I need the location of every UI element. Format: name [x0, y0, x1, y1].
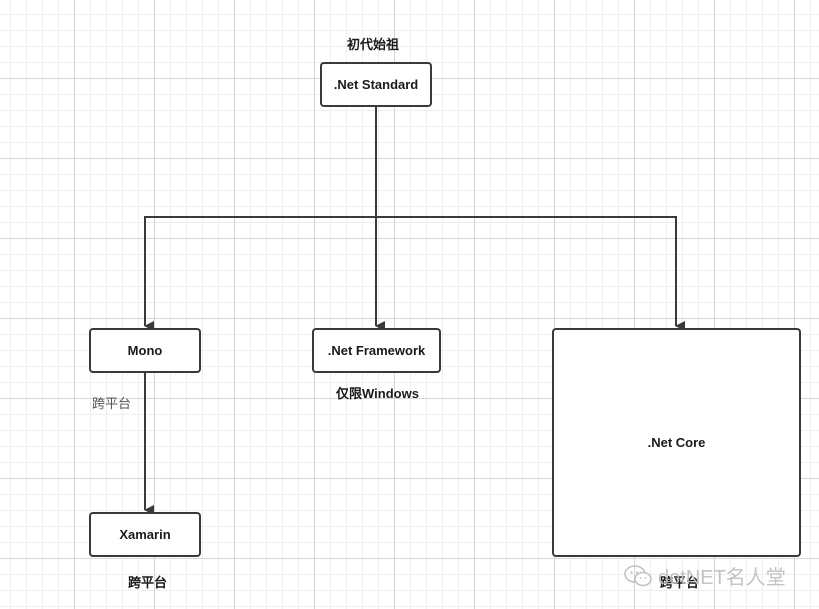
node-net-core[interactable]: .Net Core — [552, 328, 801, 557]
mono-annotation: 跨平台 — [92, 396, 132, 411]
xamarin-annotation: 跨平台 — [128, 575, 168, 590]
core-annotation: 跨平台 — [660, 575, 700, 590]
watermark-text: dotNET名人堂 — [658, 567, 786, 589]
wechat-icon — [624, 564, 652, 586]
framework-annotation: 仅限Windows — [336, 386, 419, 401]
node-xamarin[interactable]: Xamarin — [89, 512, 201, 557]
watermark: dotNET名人堂 — [624, 561, 786, 590]
node-net-standard[interactable]: .Net Standard — [320, 62, 432, 107]
node-mono[interactable]: Mono — [89, 328, 201, 373]
diagram-title: 初代始祖 — [347, 37, 400, 52]
node-net-framework[interactable]: .Net Framework — [312, 328, 441, 373]
